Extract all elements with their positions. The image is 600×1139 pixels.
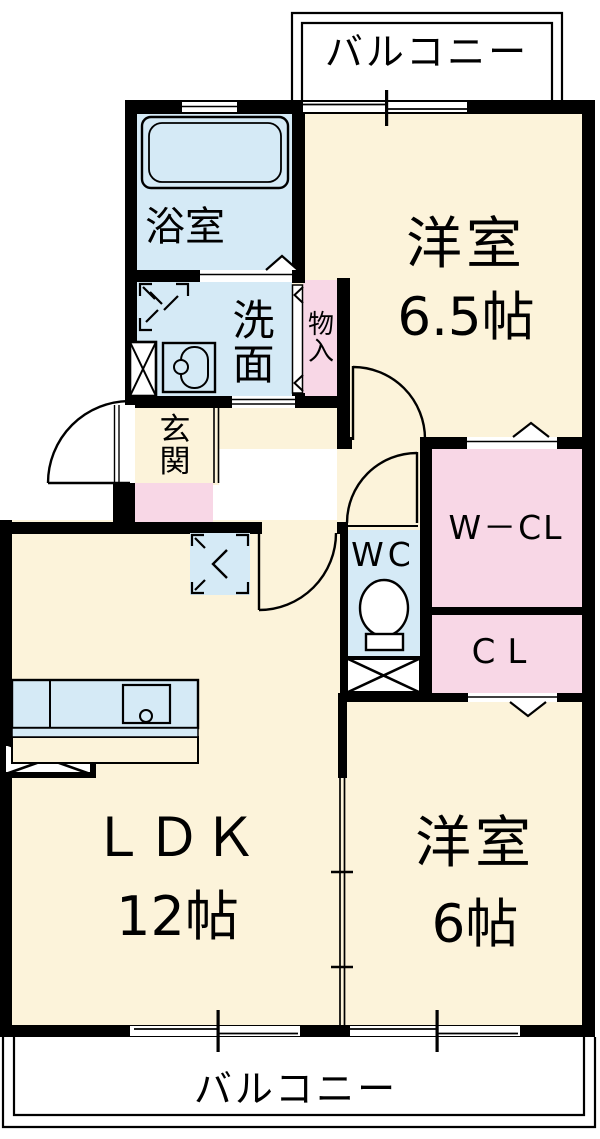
window-ldk bbox=[130, 1026, 300, 1036]
balcony-bottom-outer bbox=[1, 1037, 597, 1129]
wall-wcl-cl-divider bbox=[430, 607, 582, 615]
window-tick bbox=[385, 90, 389, 126]
cl-folding-door-icon bbox=[509, 701, 547, 718]
ldk-size-label: 12帖 bbox=[116, 885, 239, 948]
bedroom65-size-label: 6.5帖 bbox=[397, 287, 535, 348]
ldk-bedroom6-partition bbox=[331, 778, 353, 1028]
entrance-step-line bbox=[213, 405, 220, 483]
ldk-name-label: ＬＤＫ bbox=[91, 806, 259, 869]
storage-label: 物入 bbox=[307, 310, 334, 368]
ldk-floor bbox=[0, 520, 350, 1037]
window-tick bbox=[216, 1010, 220, 1052]
refrigerator-space-icon bbox=[190, 533, 250, 595]
wall-cl-south bbox=[338, 693, 595, 702]
wall-ldk-north bbox=[0, 522, 262, 534]
front-door-opening bbox=[113, 405, 135, 483]
walkin-closet-label: W－CL bbox=[448, 508, 564, 547]
pipe-space-icon bbox=[344, 656, 423, 695]
openings bbox=[113, 270, 557, 702]
wall-bathroom-east bbox=[292, 113, 305, 283]
wall-left-upper bbox=[125, 100, 137, 405]
balconies bbox=[1, 11, 597, 1129]
balcony-top-inner bbox=[300, 21, 554, 100]
balcony-bottom-label: バルコニー bbox=[193, 1067, 399, 1111]
sink-drain-icon bbox=[139, 709, 153, 723]
wc-door-swing bbox=[345, 451, 419, 524]
wall-post-washroom bbox=[292, 393, 305, 408]
washer-pan-icon bbox=[128, 340, 158, 398]
room-walkin-closet bbox=[430, 447, 582, 609]
wall-wc-east bbox=[420, 445, 432, 693]
kitchen-counter-icon bbox=[10, 678, 200, 764]
toilet-icon bbox=[358, 578, 410, 652]
wall-left-entrance bbox=[113, 483, 135, 534]
balcony-bottom-inner bbox=[12, 1037, 586, 1117]
washroom-label: 洗面 bbox=[232, 296, 275, 389]
balcony-top-label: バルコニー bbox=[324, 30, 530, 74]
storage-bifold-door bbox=[291, 284, 304, 394]
wc-label: WC bbox=[351, 535, 415, 574]
window-tick bbox=[435, 1010, 439, 1052]
wall-divider-top bbox=[338, 700, 347, 778]
sink-icon bbox=[161, 341, 217, 394]
wall-wc-west bbox=[340, 523, 348, 693]
front-door-swing bbox=[46, 399, 131, 485]
wall-right bbox=[582, 100, 595, 1037]
bathroom-door-opening bbox=[200, 270, 292, 282]
bedroom6-name-label: 洋室 bbox=[415, 811, 535, 876]
bedroom65-door-opening bbox=[352, 437, 420, 449]
bathtub-icon bbox=[140, 115, 290, 190]
closet-label: CL bbox=[471, 632, 539, 672]
bathroom-label: 浴室 bbox=[145, 204, 225, 250]
entrance-cabinet bbox=[135, 483, 213, 522]
door-arcs bbox=[46, 365, 427, 612]
fixtures bbox=[0, 115, 423, 778]
wall-storage-east bbox=[337, 278, 350, 449]
ldk-door-swing bbox=[257, 532, 338, 612]
balcony-top-outer bbox=[290, 11, 564, 100]
windows bbox=[130, 90, 520, 1052]
bathroom-folding-door-icon bbox=[265, 254, 299, 271]
room-closet bbox=[430, 615, 582, 693]
washroom-entry-opening bbox=[232, 396, 295, 408]
bedroom6-size-label: 6帖 bbox=[431, 894, 519, 955]
washing-machine-space-icon bbox=[138, 282, 190, 332]
bedroom65-name-label: 洋室 bbox=[406, 212, 526, 277]
window-bedroom6 bbox=[350, 1026, 520, 1036]
ldk-door-opening bbox=[262, 522, 337, 534]
entrance-label: 玄関 bbox=[159, 412, 191, 481]
wcl-door-opening bbox=[467, 437, 557, 449]
wall-left-ldk bbox=[0, 520, 12, 1037]
wcl-folding-door-icon bbox=[512, 421, 550, 438]
room-storage bbox=[303, 280, 337, 398]
folding-door-marks bbox=[265, 254, 550, 718]
bedroom65-door-swing bbox=[351, 365, 427, 440]
floor-fills bbox=[0, 100, 595, 1037]
entrance-floor bbox=[135, 405, 219, 485]
